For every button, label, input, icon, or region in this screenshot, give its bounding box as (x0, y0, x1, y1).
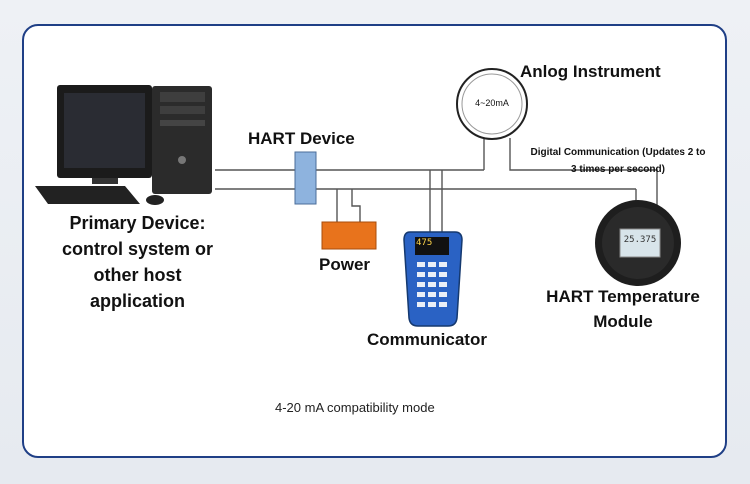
footer-note: 4-20 mA compatibility mode (275, 400, 435, 415)
digital-comm-line-2: 3 times per second) (518, 161, 718, 178)
computer-icon (35, 85, 212, 205)
power-label: Power (319, 255, 370, 275)
hart-temperature-module-label: HART Temperature Module (528, 284, 718, 334)
module-display-readout: 25.375 (621, 235, 659, 245)
digital-communication-label: Digital Communication (Updates 2 to 3 ti… (518, 144, 718, 178)
primary-device-line-1: Primary Device: (50, 210, 225, 236)
power-box (322, 222, 376, 249)
keyboard-icon (35, 186, 140, 204)
wire-power-right (352, 189, 360, 222)
tower-icon (152, 86, 212, 194)
primary-device-line-2: control system or (50, 236, 225, 262)
mouse-icon (146, 195, 164, 205)
hart-device-label: HART Device (248, 129, 355, 149)
module-label-line-1: HART Temperature (528, 284, 718, 309)
communicator-display-readout: 475 (416, 238, 448, 248)
primary-device-line-3: other host (50, 262, 225, 288)
primary-device-line-4: application (50, 288, 225, 314)
digital-comm-line-1: Digital Communication (Updates 2 to (518, 144, 718, 161)
hart-device-box (295, 152, 316, 204)
analog-instrument-label: Anlog Instrument (520, 62, 661, 82)
communicator-label: Communicator (367, 330, 487, 350)
primary-device-label: Primary Device: control system or other … (50, 210, 225, 314)
gauge-text: 4~20mA (470, 98, 514, 108)
module-label-line-2: Module (528, 309, 718, 334)
